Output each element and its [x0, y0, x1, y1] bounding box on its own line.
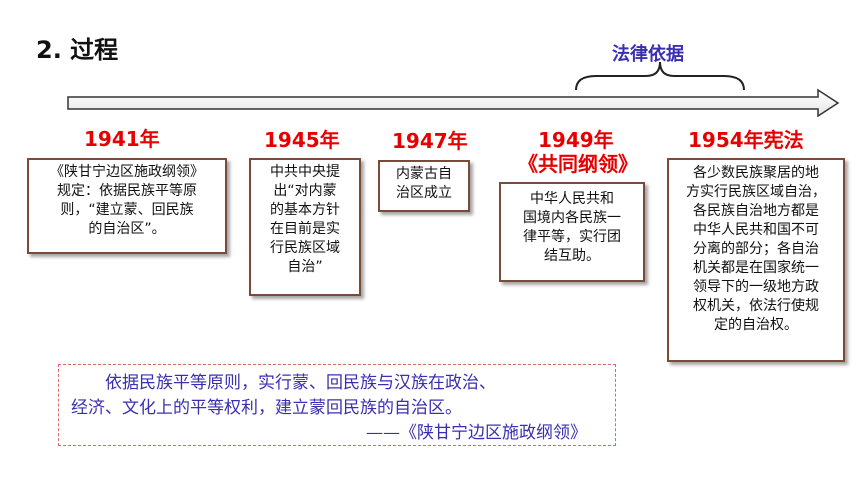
card-line: 治区成立	[396, 185, 452, 201]
card-line: 内蒙古自	[396, 166, 452, 182]
event-card-1949: 中华人民共和 国境内各民族一 律平等，实行团 结互助。	[499, 182, 645, 282]
quote-line-2: 经济、文化上的平等权利，建立蒙回民族的自治区。	[71, 398, 462, 418]
year-label-1949: 1949年	[538, 128, 614, 152]
card-line: 各民族自治地方都是	[693, 203, 819, 219]
brace-label: 法律依据	[612, 44, 684, 65]
quote-source: ——《陕甘宁边区施政纲领》	[366, 423, 587, 443]
event-card-1945: 中共中央提 出“对内蒙 的基本方针 在目前是实 行民族区域 自治”	[249, 158, 361, 296]
section-title: 2. 过程	[36, 36, 119, 64]
curly-brace-icon	[575, 61, 745, 91]
card-line: 各少数民族聚居的地	[693, 165, 819, 181]
card-line: 的基本方针	[270, 202, 340, 218]
year-label-1947: 1947年	[392, 129, 468, 153]
card-line: 中华人民共和国不可	[693, 222, 819, 238]
event-card-1941: 《陕甘宁边区施政纲领》 规定：依据民族平等原 则，“建立蒙、回民族 的自治区”。	[27, 158, 227, 254]
card-line: 中共中央提	[270, 164, 340, 180]
card-line: 行民族区域	[270, 240, 340, 256]
card-line: 机关都是在国家统一	[693, 260, 819, 276]
card-line: 定的自治权。	[714, 317, 798, 333]
card-line: 在目前是实	[270, 221, 340, 237]
card-line: 方实行民族区域自治，	[686, 184, 826, 200]
card-line: 领导下的一级地方政	[693, 279, 819, 295]
card-line: 中华人民共和	[530, 191, 614, 207]
year-label-1945: 1945年	[264, 128, 340, 152]
card-line: 分离的部分；各自治	[693, 241, 819, 257]
year-subtitle-1949: 《共同纲领》	[518, 152, 638, 176]
card-line: 结互助。	[544, 248, 600, 264]
card-line: 自治”	[287, 259, 323, 275]
card-line: 出“对内蒙	[273, 183, 337, 199]
event-card-1947: 内蒙古自 治区成立	[378, 160, 470, 212]
timeline-arrow	[67, 88, 840, 118]
year-label-1941: 1941年	[84, 127, 160, 151]
card-line: 律平等，实行团	[523, 229, 621, 245]
card-line: 国境内各民族一	[523, 210, 621, 226]
quote-line-1: 依据民族平等原则，实行蒙、回民族与汉族在政治、	[105, 373, 496, 393]
card-line: 规定：依据民族平等原	[57, 183, 197, 199]
card-line: 权机关，依法行使规	[693, 298, 819, 314]
card-line: 《陕甘宁边区施政纲领》	[50, 164, 204, 180]
card-line: 则，“建立蒙、回民族	[60, 202, 194, 218]
event-card-1954: 各少数民族聚居的地 方实行民族区域自治， 各民族自治地方都是 中华人民共和国不可…	[667, 158, 845, 362]
year-label-1954: 1954年宪法	[688, 128, 804, 152]
card-line: 的自治区”。	[88, 221, 166, 237]
quote-box: 依据民族平等原则，实行蒙、回民族与汉族在政治、 经济、文化上的平等权利，建立蒙回…	[58, 364, 616, 446]
